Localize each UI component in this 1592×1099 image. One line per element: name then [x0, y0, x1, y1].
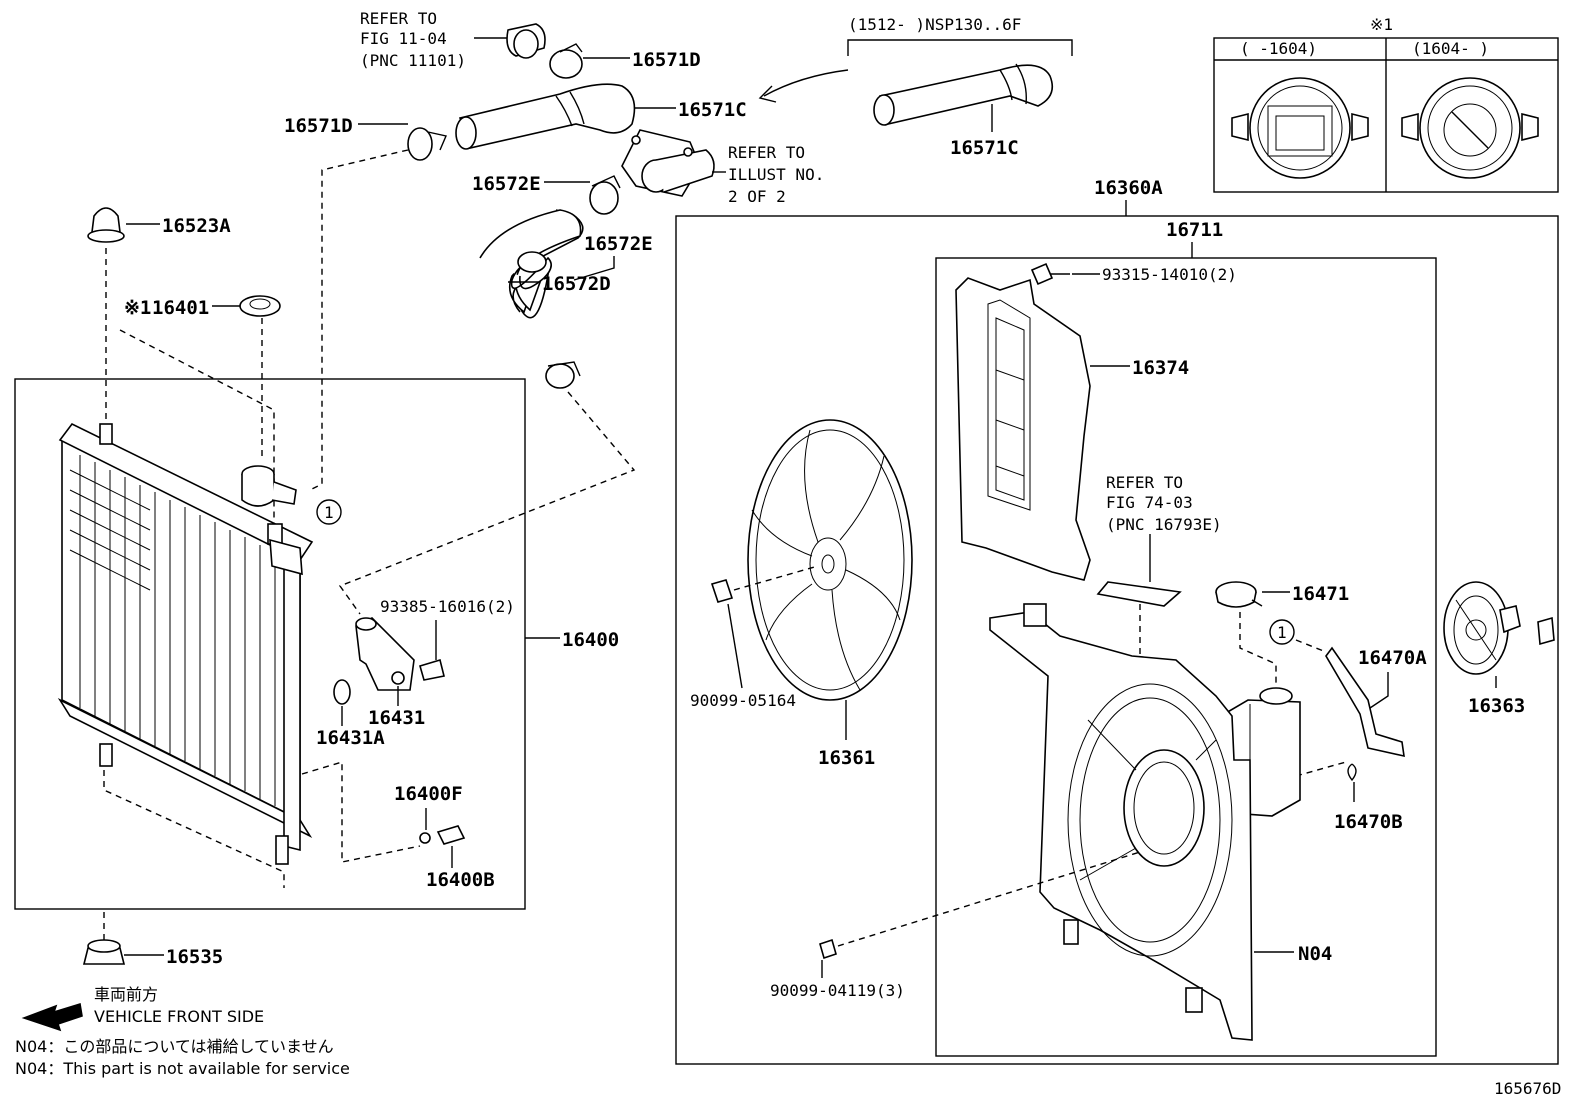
clamp-16572e-right: 16572E — [545, 233, 653, 389]
fan-blade-16361: 16361 — [747, 419, 913, 769]
svg-text:16572E: 16572E — [472, 173, 541, 195]
svg-text:16431A: 16431A — [316, 727, 385, 749]
cushion-16535: 16535 — [82, 939, 223, 968]
svg-text:16471: 16471 — [1292, 583, 1349, 605]
front-side-en: VEHICLE FRONT SIDE — [94, 1007, 264, 1026]
svg-text:(1604- ): (1604- ) — [1412, 39, 1489, 58]
shroud-assembly-box — [935, 257, 1437, 1057]
label-16360a: 16360A — [1094, 177, 1163, 199]
ref-circle-1-left-label: 1 — [324, 503, 334, 522]
radiator-assembly-box — [14, 378, 526, 910]
bolt-93315: 93315-14010(2) — [1030, 262, 1237, 286]
svg-text:16374: 16374 — [1132, 357, 1189, 379]
refer-fig-74-03-note: REFER TO FIG 74-03 (PNC 16793E) — [1096, 473, 1222, 607]
svg-text:ILLUST NO.: ILLUST NO. — [728, 165, 824, 184]
fan-shroud-n04: N04 — [989, 603, 1332, 1041]
clamp-16571d-left: 16571D — [284, 115, 447, 161]
note-en: N04：This part is not available for servi… — [15, 1059, 350, 1078]
oring-16431a: 16431A — [316, 679, 385, 749]
arrow-head — [758, 85, 777, 103]
cap-16523a: 16523A — [87, 207, 231, 243]
dash-radiator-bottom — [103, 770, 285, 888]
bolt-90099-04119: 90099-04119(3) — [770, 851, 1141, 1000]
svg-text:16523A: 16523A — [162, 215, 231, 237]
svg-text:※1: ※1 — [124, 297, 151, 319]
svg-text:N04: N04 — [1298, 943, 1332, 965]
svg-text:FIG 74-03: FIG 74-03 — [1106, 493, 1193, 512]
svg-text:2 OF 2: 2 OF 2 — [728, 187, 786, 206]
ref-circle-1-left — [316, 499, 342, 525]
svg-text:16400B: 16400B — [426, 869, 495, 891]
front-arrow-icon — [21, 1002, 83, 1032]
dash-16471 — [1239, 612, 1277, 688]
hose-16572d: 16572D — [479, 209, 611, 319]
svg-text:16470B: 16470B — [1334, 811, 1403, 833]
svg-text:93385-16016(2): 93385-16016(2) — [380, 597, 515, 616]
svg-text:16431: 16431 — [368, 707, 425, 729]
dash-16572e — [338, 391, 636, 615]
svg-text:16571D: 16571D — [632, 49, 701, 71]
svg-text:(PNC 11101): (PNC 11101) — [360, 51, 466, 70]
hose-16470a: 16470A — [1325, 646, 1427, 758]
cap-16401: ※1 16401 — [124, 295, 281, 319]
svg-text:※1: ※1 — [1370, 15, 1393, 34]
ref-circle-1-right — [1269, 619, 1295, 645]
svg-text:16571C: 16571C — [950, 137, 1019, 159]
refer-illust-note: REFER TO ILLUST NO. 2 OF 2 — [728, 143, 824, 206]
svg-text:16572D: 16572D — [542, 273, 611, 295]
label-16711: 16711 — [1166, 219, 1223, 241]
svg-text:90099-04119(3): 90099-04119(3) — [770, 981, 905, 1000]
clamp-16571d-top: 16571D — [549, 43, 701, 79]
svg-text:(1512- )NSP130..6F: (1512- )NSP130..6F — [848, 15, 1021, 34]
figure-code: 165676D — [1494, 1079, 1561, 1098]
svg-text:16400F: 16400F — [394, 783, 463, 805]
svg-text:FIG 11-04: FIG 11-04 — [360, 29, 447, 48]
fan-motor-16363: 16363 — [1443, 581, 1555, 717]
svg-text:16571D: 16571D — [284, 115, 353, 137]
svg-text:16535: 16535 — [166, 946, 223, 968]
hose-16571c: 16571C — [455, 83, 747, 150]
svg-text:16572E: 16572E — [584, 233, 653, 255]
svg-text:REFER TO: REFER TO — [728, 143, 805, 162]
shroud-plate-16374: 16374 — [955, 277, 1189, 581]
reservoir-cap-16471: 16471 — [1215, 581, 1349, 608]
radiator-core — [57, 422, 314, 865]
clamp-16470b: 16470B — [1334, 763, 1403, 833]
svg-text:16363: 16363 — [1468, 695, 1525, 717]
svg-text:( -1604): ( -1604) — [1240, 39, 1317, 58]
dash-16470b — [1295, 761, 1347, 777]
dash-16401-b — [119, 329, 275, 524]
label-16400: 16400 — [562, 629, 619, 651]
svg-text:16470A: 16470A — [1358, 647, 1427, 669]
svg-text:93315-14010(2): 93315-14010(2) — [1102, 265, 1237, 284]
dash-16571d — [309, 149, 409, 491]
note-jp: N04：この部品については補給していません — [15, 1037, 334, 1056]
svg-text:(PNC 16793E): (PNC 16793E) — [1106, 515, 1222, 534]
dash-circle-1 — [1295, 639, 1327, 653]
svg-text:REFER TO: REFER TO — [360, 9, 437, 28]
cap-variants-box: ※1 ( -1604) (1604- ) — [1213, 15, 1559, 193]
svg-text:90099-05164: 90099-05164 — [690, 691, 796, 710]
fan-assembly-box — [675, 215, 1559, 1065]
elbow-16431: 93385-16016(2) 16431 — [355, 597, 515, 729]
ref-circle-1-right-label: 1 — [1277, 623, 1287, 642]
refer-fig-11-04-note: REFER TO FIG 11-04 (PNC 11101) — [360, 9, 466, 70]
clamp-16572e-top: 16572E — [472, 173, 621, 215]
nut-90099-05164: 90099-05164 — [690, 565, 819, 710]
dash-drain — [301, 761, 421, 863]
water-outlet-housing — [621, 129, 726, 197]
svg-text:16401: 16401 — [152, 297, 209, 319]
variant-hose-16571c: (1512- )NSP130..6F 16571C — [847, 15, 1073, 159]
arrow-line — [763, 69, 849, 97]
svg-text:REFER TO: REFER TO — [1106, 473, 1183, 492]
pipe-top-part — [506, 23, 546, 59]
drain-plug-16400b: 16400F 16400B — [394, 783, 495, 891]
svg-text:16571C: 16571C — [678, 99, 747, 121]
front-side-jp: 車両前方 — [94, 985, 158, 1004]
svg-text:16361: 16361 — [818, 747, 875, 769]
